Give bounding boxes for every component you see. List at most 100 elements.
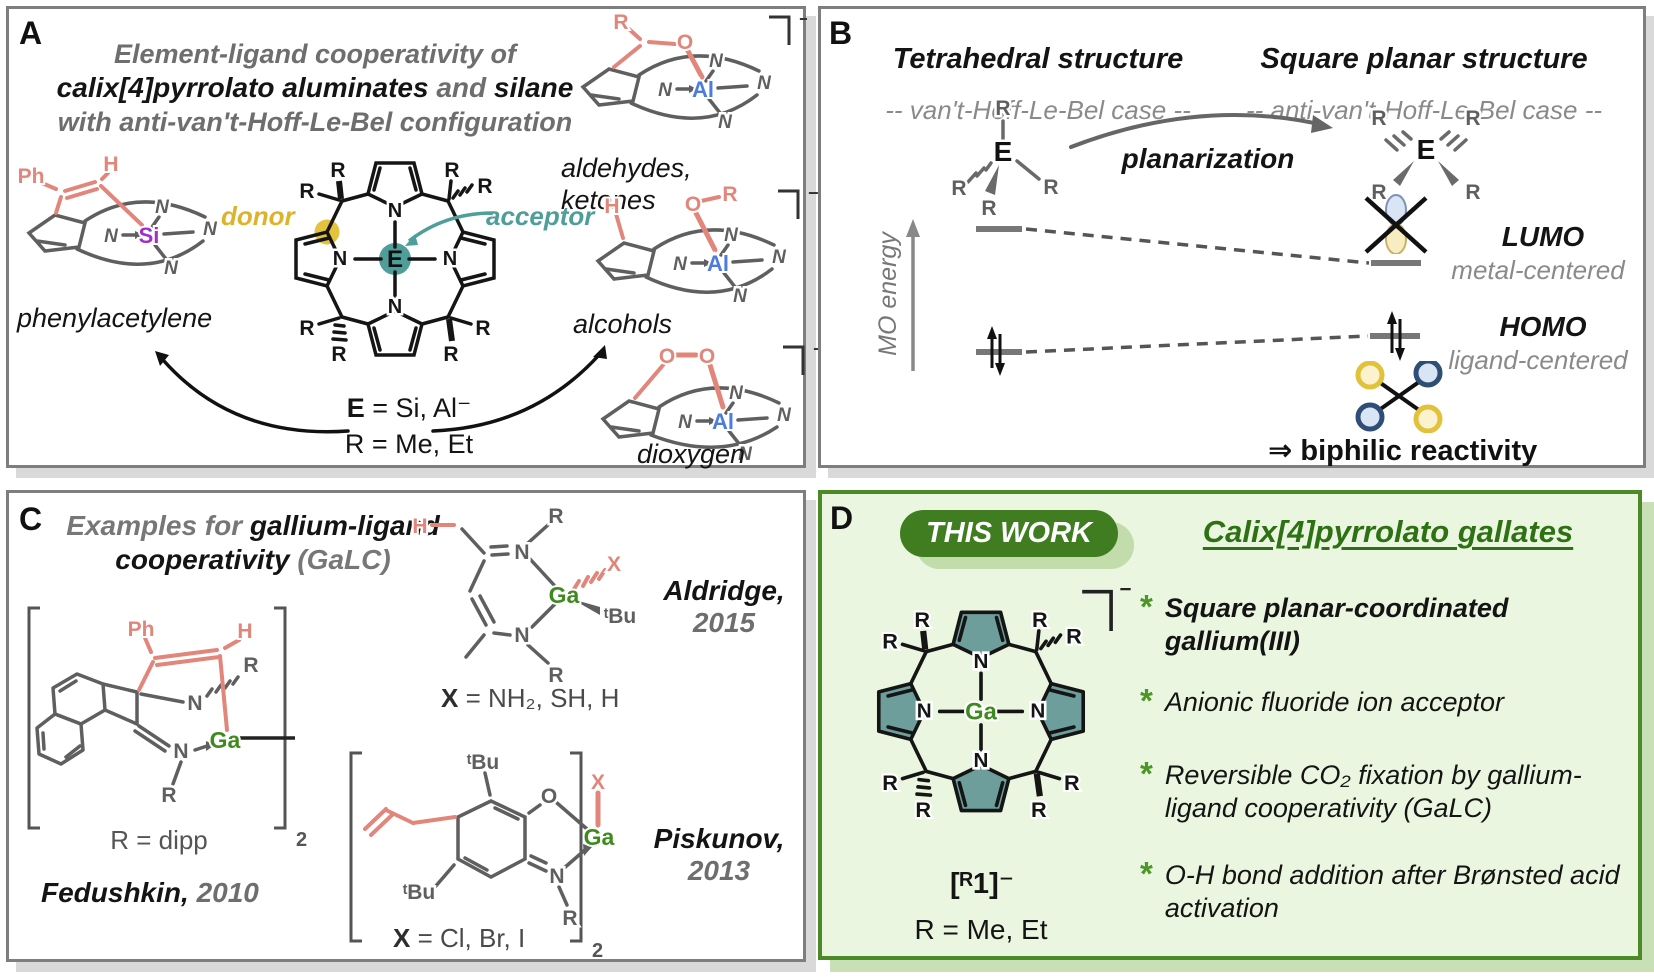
lumo-level-left [976,226,1022,232]
panel-b: B Tetrahedral structure -- van't-Hoff-Le… [818,6,1646,468]
atom-label: N [388,296,402,318]
implies-arrow: ⇒ [1268,435,1301,467]
atom-label: H [103,155,118,176]
bullet-text: Square planar-coordinated gallium(III) [1164,593,1509,656]
allyl-bonds [363,790,601,837]
panel-c: C Examples for gallium-ligand cooperativ… [6,490,806,962]
lumo-correlation [1025,227,1370,265]
r-label: R [1032,607,1048,632]
atom-label: N [549,865,564,888]
atom-label: N [777,405,792,426]
spin-down-arrowhead [1395,348,1405,361]
atom-label: N [104,226,119,247]
x-values: = Cl, Br, I [410,923,526,953]
atom-label: O [659,345,675,368]
r-label: R [1465,181,1480,204]
lumo-label: LUMO [1501,221,1585,252]
atom-label: N [164,258,179,279]
title-black: cooperativity [115,544,290,575]
year: 2010 [188,877,259,908]
ligand-bonds [460,523,558,665]
r-label: R [548,664,563,687]
cage-bonds [600,386,781,449]
bullet-text: Anionic fluoride ion acceptor [1164,687,1505,717]
author: Fedushkin, [41,877,189,908]
r-label: R [882,770,898,795]
panel-c-label: C [19,501,43,537]
gallium-label: Ga [210,727,241,753]
lobe-blue [1355,402,1385,432]
r-label: R [995,97,1010,120]
bullet-oh-addition: * O-H bond addition after Brønsted acid … [1140,855,1638,925]
x-values: = NH₂, SH, H [458,683,620,713]
atom-label: O [541,785,557,808]
element-label: E [1417,134,1436,165]
alcohols-label: alcohols [573,309,673,339]
adduct-bonds [633,352,726,410]
acceptor-arrow [407,211,494,243]
arrowhead [593,345,607,359]
charge-label: − [808,183,819,203]
r-label: R [330,159,345,182]
atom-label: N [514,541,529,564]
title-bold-2: silane [493,72,574,103]
salmon-bonds [430,523,607,591]
aluminum-label: Al [692,77,714,102]
phenylacetylene-label: phenylacetylene [17,303,213,333]
x-label: X [607,553,621,576]
dioxygen-aluminate-structure: − O O N N N N Al [600,341,824,468]
arrowhead [1311,115,1333,133]
atom-label: N [658,80,673,101]
r-label: R [161,784,176,807]
atom-label: O [699,345,715,368]
tetrahedral-title: Tetrahedral structure [892,43,1184,75]
atom-label: H [237,620,252,643]
piskunov-x-definition: X = Cl, Br, I [393,923,525,954]
ligand-backbone [35,672,240,786]
dative-arrowhead [583,844,592,856]
mo-energy-axis [906,219,920,371]
bullet-co2-fixation: * Reversible CO₂ fixation by gallium-lig… [1140,757,1638,825]
panel-b-label: B [829,15,853,51]
title-line3: with anti-van't-Hoff-Le-Bel configuratio… [57,107,573,137]
lobe-yellow [1355,361,1385,390]
homo-sublabel: ligand-centered [1448,345,1628,375]
dative-arrowhead [704,259,712,267]
bonds [966,119,1041,184]
r-label: R [1043,176,1058,199]
r-label: R [1371,181,1386,204]
element-definition: E = Si, Al⁻ [259,393,559,424]
piskunov-citation: Piskunov,2013 [639,823,799,887]
atom-label: O [685,193,701,216]
anion-bracket [783,345,805,375]
r-label: R [548,505,563,528]
aldridge-gallium-structure: H N N R R X ᵗBu Ga [410,503,638,690]
ligand-orbital-lobes-icon [1355,361,1443,433]
bullet-square-planar: * Square planar-coordinated gallium(III) [1140,590,1638,658]
aldehyde-aluminate-structure: − R O N N N N Al [580,9,807,136]
r-definition: R = Me, Et [344,429,474,459]
atom-label: O [677,31,693,54]
title-mid: and [428,72,494,103]
dative-arrowhead [206,741,215,751]
title-gray: (GaLC) [289,544,391,575]
atom-label: N [155,197,170,218]
atom-label: N [1030,700,1045,723]
atom-label: R [722,183,737,206]
e-symbol: E [346,393,365,423]
wedge-bond [446,318,455,342]
r-label: R [444,159,459,182]
cage-bonds [595,228,776,294]
asterisk-icon: * [1140,855,1153,892]
element-label: E [994,136,1013,167]
cage-bonds [580,54,761,120]
dimer-subscript: 2 [296,829,307,850]
x-symbol: X [393,923,411,953]
bullet-text: Reversible CO₂ fixation by gallium-ligan… [1164,760,1582,823]
r-label: R [299,180,314,203]
title-line1: Examples for gallium-ligand [27,509,479,543]
dative-arrowhead [689,85,697,93]
tbu-label: ᵗBu [403,881,436,904]
homo-level-right [1370,333,1420,339]
